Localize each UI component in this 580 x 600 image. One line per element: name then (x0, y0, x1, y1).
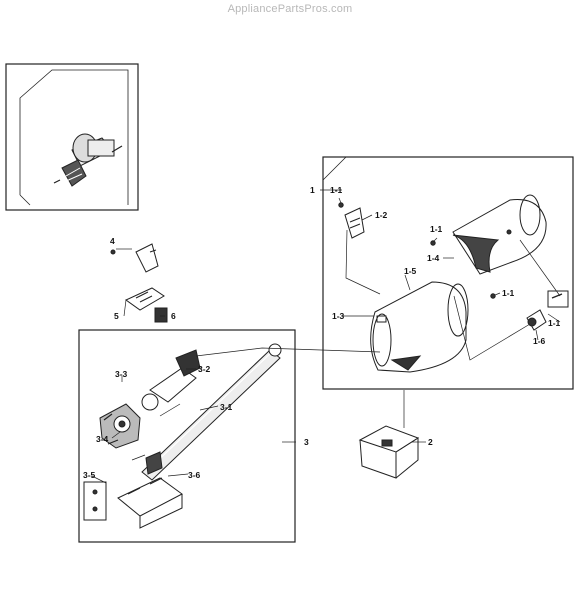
label-1-1-right: 1-1 (502, 288, 515, 298)
shield-part-6 (154, 307, 168, 323)
sensor-part-1-6 (526, 290, 569, 331)
gas-pipe-part-3-1 (141, 343, 282, 481)
label-4: 4 (110, 236, 115, 246)
label-1-4: 1-4 (427, 253, 440, 263)
bracket-part-1-2 (344, 207, 365, 239)
igniter-group-box (78, 329, 296, 543)
screw-set-box-3-5 (83, 481, 107, 521)
label-2: 2 (428, 437, 433, 447)
label-1-3: 1-3 (332, 311, 345, 321)
igniter-bracket-part-3-6 (117, 451, 183, 529)
flange-part-3-2 (141, 349, 201, 411)
label-3-6: 3-6 (188, 470, 201, 480)
inset-burner-assembly (53, 133, 123, 187)
valve-part-3-4 (99, 403, 141, 449)
label-3-1: 3-1 (220, 402, 233, 412)
burner-cover-part (452, 194, 547, 275)
label-3-5: 3-5 (83, 470, 96, 480)
label-1-6: 1-6 (533, 336, 546, 346)
label-1-1-cover: 1-1 (430, 224, 443, 234)
label-1-2: 1-2 (375, 210, 388, 220)
label-1: 1 (310, 185, 315, 195)
label-1-1-top: 1-1 (330, 185, 343, 195)
label-5: 5 (114, 311, 119, 321)
clip-part-4 (110, 243, 159, 273)
callout-labels: 1 1-1 1-2 1-1 1-4 1-5 1-1 1-1 1-3 1-6 2 … (83, 185, 561, 480)
label-3-4: 3-4 (96, 434, 109, 444)
label-3: 3 (304, 437, 309, 447)
burner-housing-group-box (322, 156, 574, 390)
label-1-5: 1-5 (404, 266, 417, 276)
watermark: AppliancePartsPros.com (227, 3, 353, 15)
burner-tube-part (370, 281, 469, 373)
housing-screws (338, 202, 512, 299)
label-1-1-sensor: 1-1 (548, 318, 561, 328)
label-3-2: 3-2 (198, 364, 211, 374)
inset-overview-box (5, 63, 139, 211)
label-6: 6 (171, 311, 176, 321)
label-3-3: 3-3 (115, 369, 128, 379)
igniter-part-5 (125, 287, 165, 311)
mount-bracket-part-2 (358, 425, 420, 479)
leader-lines (91, 189, 561, 484)
